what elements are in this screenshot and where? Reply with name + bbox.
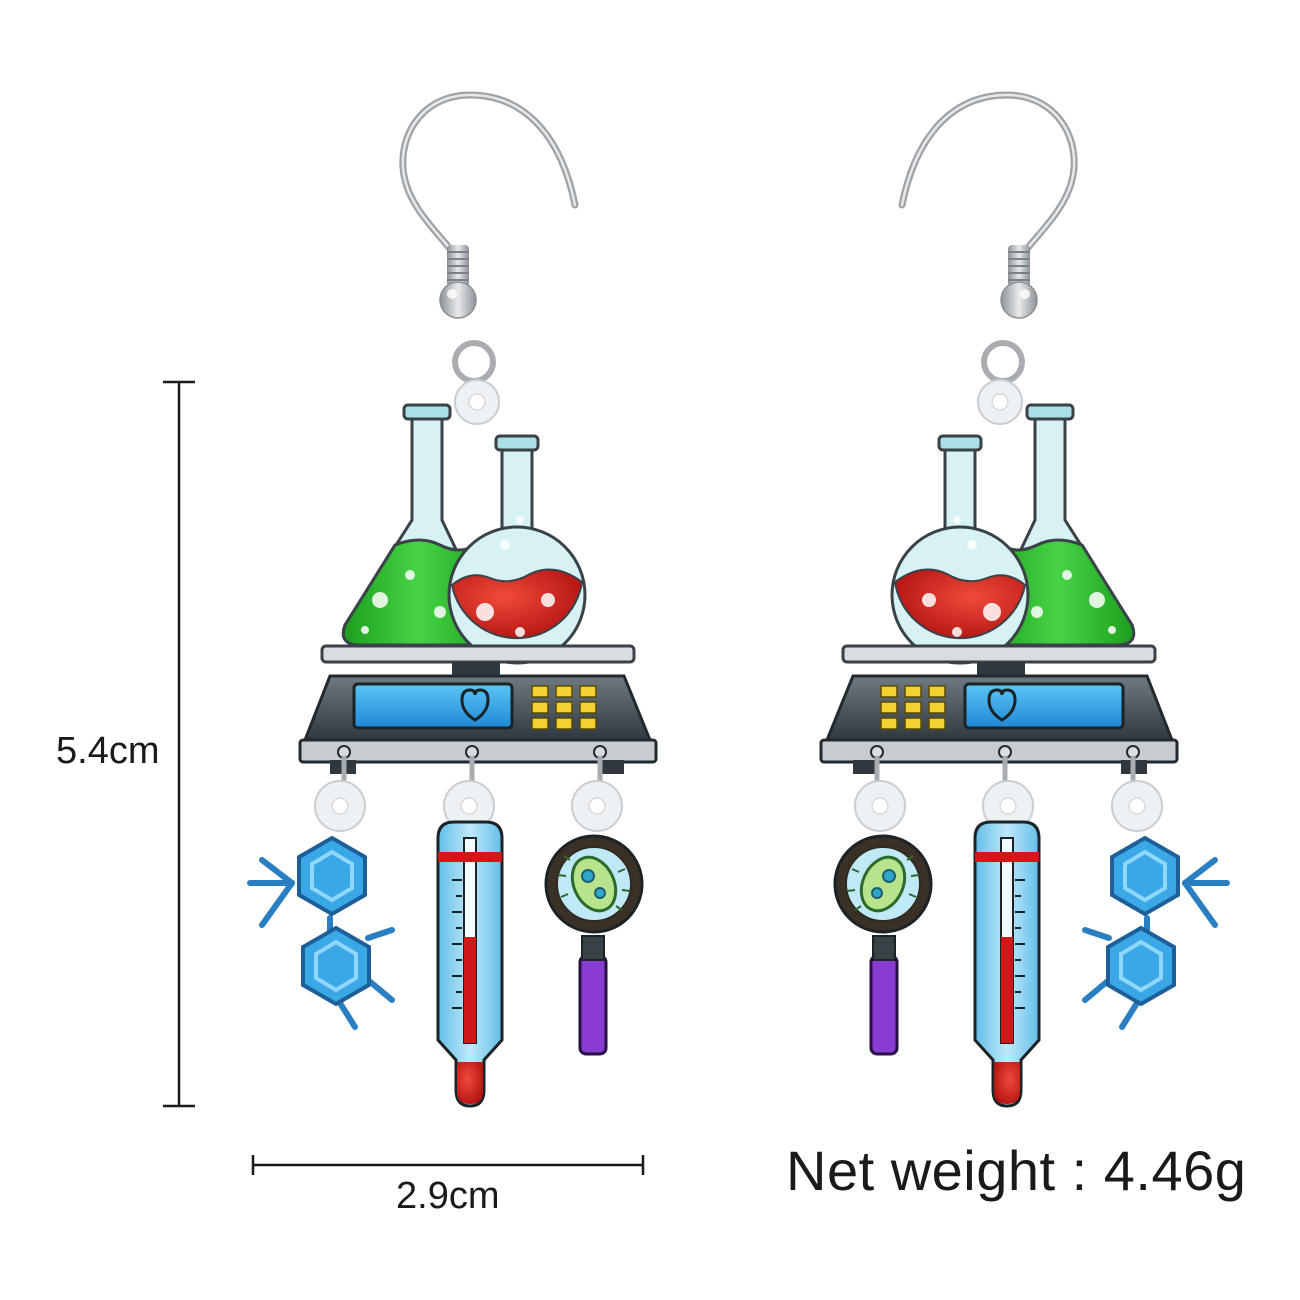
height-label: 5.4cm [56, 730, 160, 772]
right-earring [821, 95, 1227, 1106]
height-dimension-line [163, 380, 195, 1108]
width-dimension-line [251, 1155, 645, 1175]
net-weight-label: Net weight : 4.46g [786, 1139, 1247, 1202]
left-earring [250, 95, 656, 1106]
width-label: 2.9cm [396, 1175, 500, 1217]
